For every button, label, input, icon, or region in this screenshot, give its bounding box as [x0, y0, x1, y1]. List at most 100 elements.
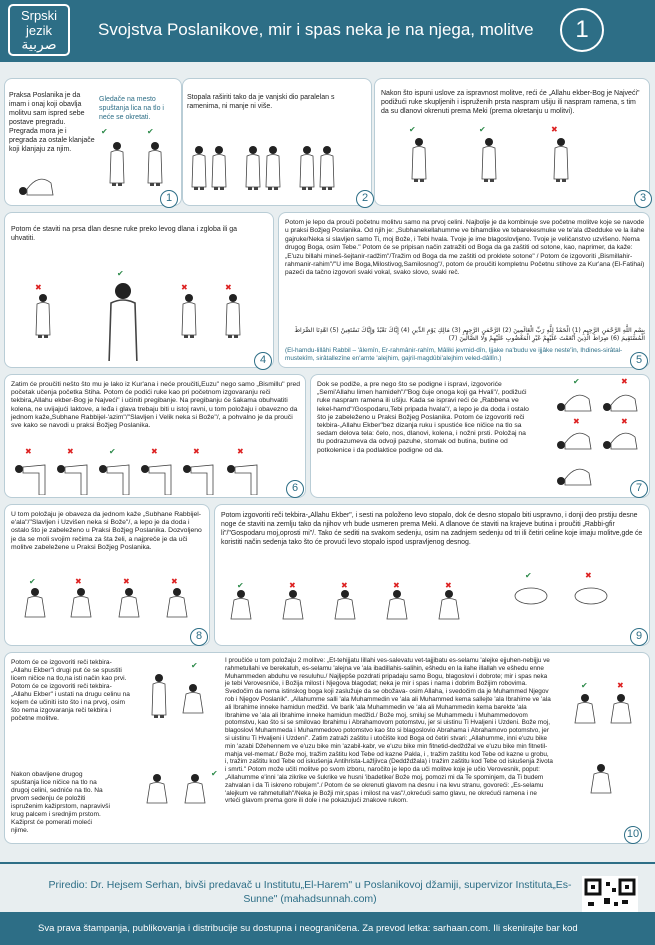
check-icon: ✔ — [525, 571, 532, 580]
panel-2: Stopala raširiti tako da je vanjski dio … — [182, 78, 372, 206]
panel-5-translit: (El-hamdu-lillâhi Rabbil – 'âlemîn, Er-r… — [285, 347, 623, 362]
panel-5-arabic: بِسْمِ اللَّهِ الرَّحْمَنِ الرَّحِيمِ (1… — [294, 327, 645, 342]
cross-icon: ✖ — [573, 417, 580, 426]
panel-8-badge: 8 — [190, 628, 208, 646]
standing-figure — [147, 141, 163, 187]
panel-9: Potom izgovoriti reči tekbira-„Allahu Ek… — [214, 504, 650, 646]
panel-5: Potom je lepo da prouči početnu molitvu … — [278, 212, 650, 368]
author-credit: Priredio: Dr. Hejsem Serhan, bivši preda… — [48, 879, 572, 905]
bottom-bar: Sva prava štampanja, publikovanja i dist… — [0, 912, 655, 945]
cross-icon: ✖ — [617, 681, 624, 690]
panel-1-text: Praksa Poslanika je da imam i onaj koji … — [9, 92, 95, 153]
foot-figure — [574, 587, 608, 605]
panel-4-text: Potom će staviti na prsa dlan desne ruke… — [11, 226, 238, 242]
sitting-figure — [70, 587, 92, 618]
logo-arabic: صربية — [21, 37, 57, 53]
sitting-figure — [146, 773, 168, 804]
check-icon: ✔ — [581, 681, 588, 690]
logo-line2: jezik — [25, 23, 52, 38]
cross-icon: ✖ — [35, 283, 42, 292]
check-icon: ✔ — [573, 377, 580, 386]
cross-icon: ✖ — [445, 581, 452, 590]
logo-line1: Srpski — [20, 8, 58, 23]
prostration-figure — [603, 394, 638, 412]
panel-10-badge: 10 — [624, 826, 642, 844]
check-icon: ✔ — [479, 125, 486, 134]
finger-pointing-figure — [184, 773, 206, 804]
check-icon: ✔ — [117, 269, 124, 278]
sitting-figure — [166, 587, 188, 618]
panel-10: Potom će ce izgovoriti reči tekbira-„All… — [4, 652, 650, 844]
standing-figure — [109, 141, 125, 187]
cross-icon: ✖ — [25, 447, 32, 456]
cross-icon: ✖ — [621, 417, 628, 426]
raising-hands-figure — [553, 137, 569, 183]
sitting-figure — [182, 683, 204, 714]
panel-8-text: U tom položaju je obaveza da jednom kaže… — [11, 511, 202, 551]
standing-feet-figure — [245, 145, 281, 191]
prostration-figure — [557, 394, 592, 412]
panel-3-text: Nakon što ispuni uslove za ispravnost mo… — [381, 90, 640, 115]
cross-icon: ✖ — [75, 577, 82, 586]
check-icon: ✔ — [191, 661, 198, 670]
sitting-figure — [386, 589, 408, 620]
panel-9-text: Potom izgovoriti reči tekbira-„Allahu Ek… — [221, 512, 643, 546]
foot-figure — [514, 587, 548, 605]
language-logo: Srpski jezik صربية — [8, 4, 70, 56]
bowing-figure — [183, 464, 214, 495]
cross-icon: ✖ — [621, 377, 628, 386]
hands-on-chest-figure — [35, 293, 51, 339]
panel-2-badge: 2 — [356, 190, 374, 208]
page-title: Svojstva Poslanikove, mir i spas neka je… — [98, 20, 534, 39]
raising-hands-figure — [411, 137, 427, 183]
check-icon: ✔ — [211, 769, 218, 778]
sitting-figure — [438, 589, 460, 620]
sitting-figure — [24, 587, 46, 618]
panel-7-badge: 7 — [630, 480, 648, 498]
sitting-figure — [230, 589, 252, 620]
cross-icon: ✖ — [67, 447, 74, 456]
cross-icon: ✖ — [123, 577, 130, 586]
panel-10-text-a: Potom će ce izgovoriti reči tekbira-„All… — [11, 659, 130, 722]
header: Srpski jezik صربية Svojstva Poslanikove,… — [0, 0, 655, 62]
panel-5-text: Potom je lepo da prouči početnu molitvu … — [285, 219, 645, 277]
sitting-figure — [334, 589, 356, 620]
panel-7: Dok se podiže, a pre nego što se podigne… — [310, 374, 650, 498]
footer-divider — [0, 862, 655, 864]
sitting-figure — [574, 693, 596, 724]
panel-3-badge: 3 — [634, 190, 652, 208]
cross-icon: ✖ — [171, 577, 178, 586]
hands-on-chest-figure — [108, 282, 138, 361]
panel-7-text: Dok se podiže, a pre nego što se podigne… — [317, 381, 529, 454]
check-icon: ✔ — [101, 127, 108, 136]
bowing-figure — [227, 464, 258, 495]
bowing-figure — [57, 464, 88, 495]
standing-figure — [151, 673, 167, 719]
cross-icon: ✖ — [341, 581, 348, 590]
sitting-figure — [590, 763, 612, 794]
cross-icon: ✖ — [393, 581, 400, 590]
prostration-figure — [19, 178, 54, 196]
raising-hands-figure — [481, 137, 497, 183]
check-icon: ✔ — [109, 447, 116, 456]
prostration-figure — [557, 468, 592, 486]
hands-on-chest-figure — [181, 293, 197, 339]
bowing-figure — [15, 464, 46, 495]
cross-icon: ✖ — [151, 447, 158, 456]
panel-4: Potom će staviti na prsa dlan desne ruke… — [4, 212, 274, 368]
cross-icon: ✖ — [237, 447, 244, 456]
sitting-figure — [610, 693, 632, 724]
panel-1: Praksa Poslanika je da imam i onaj koji … — [4, 78, 182, 206]
panel-1-badge: 1 — [160, 190, 178, 208]
page-number: 1 — [560, 8, 604, 52]
standing-feet-figure — [191, 145, 227, 191]
panel-1-text-right: Gledače na mesto spuštanja lica na tlo i… — [99, 96, 164, 121]
check-icon: ✔ — [237, 581, 244, 590]
panel-10-text-c: I proučiće u tom položaju 2 molitve: „Et… — [225, 657, 553, 805]
bowing-figure — [99, 464, 130, 495]
panel-5-badge: 5 — [630, 352, 648, 370]
cross-icon: ✖ — [225, 283, 232, 292]
panel-6-badge: 6 — [286, 480, 304, 498]
hands-on-chest-figure — [225, 293, 241, 339]
panel-3: Nakon što ispuni uslove za ispravnost mo… — [374, 78, 650, 206]
